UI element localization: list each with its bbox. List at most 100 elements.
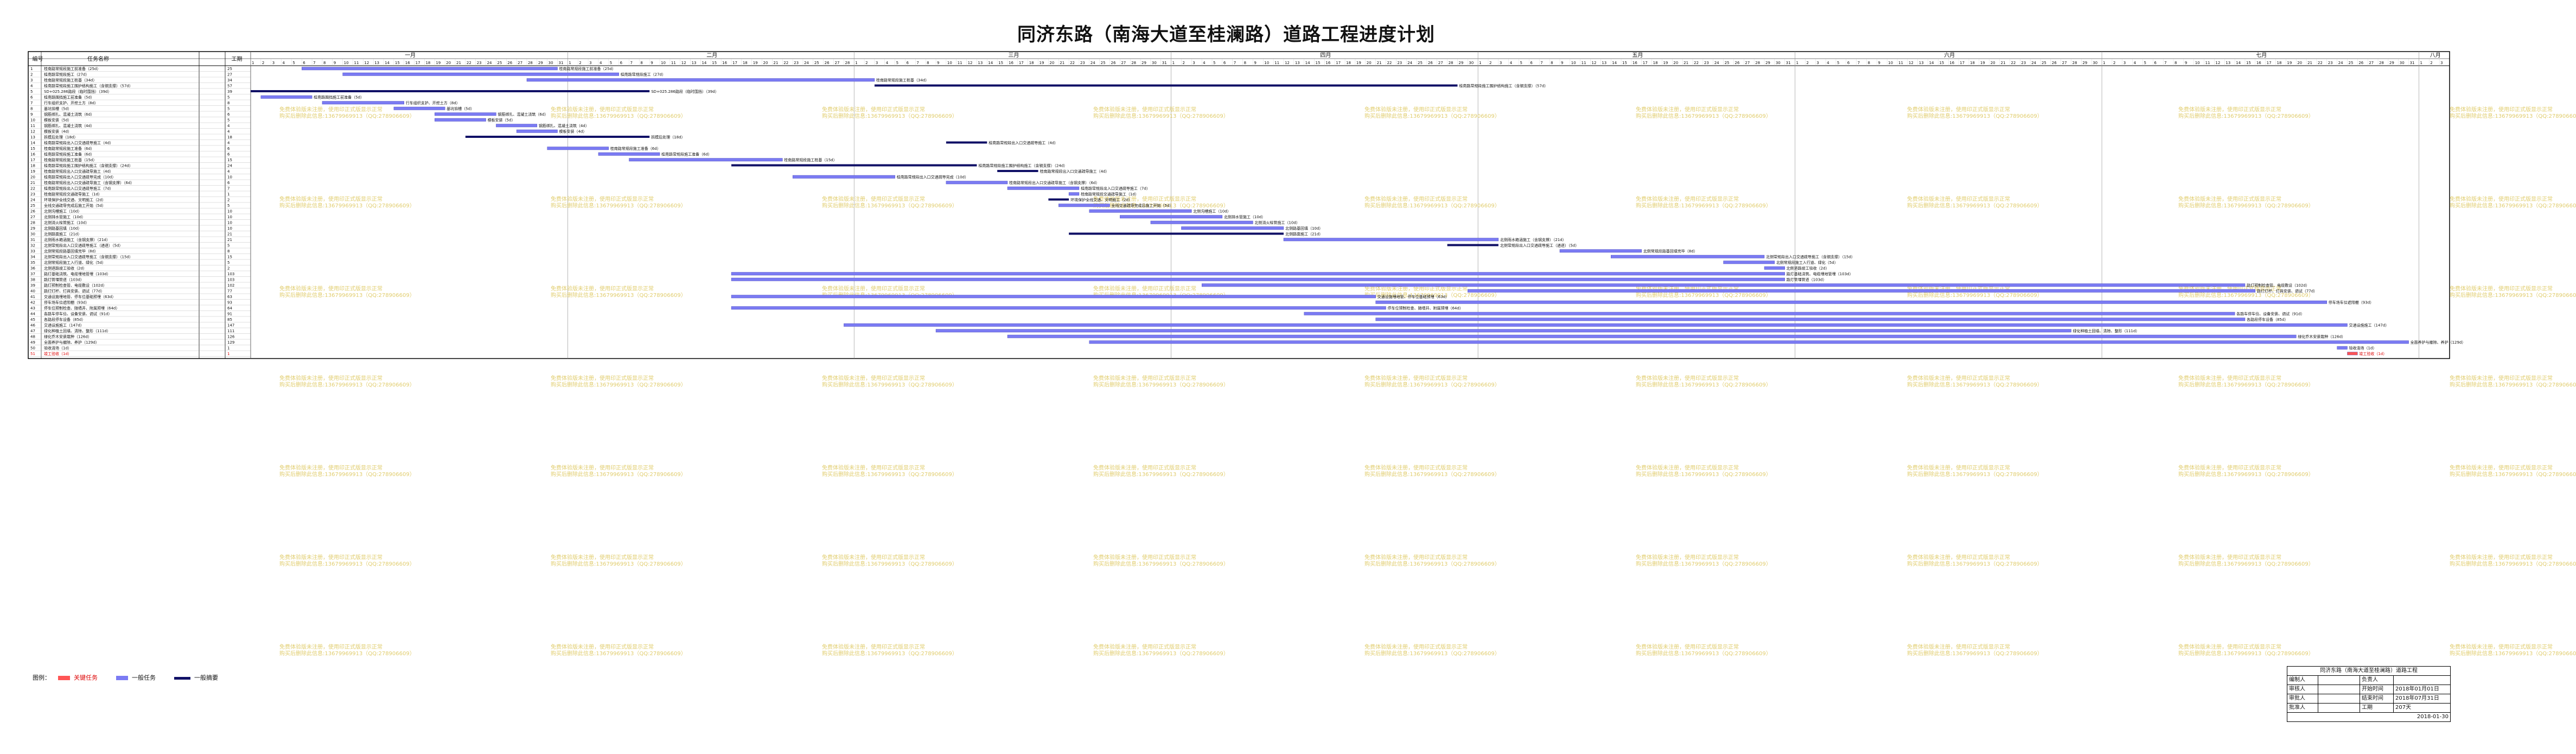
task-id: 1 [30, 67, 33, 71]
task-id: 12 [30, 130, 35, 134]
day-tick-label: 2 [1489, 61, 1491, 65]
bar-label: 桂南路围挡施工前准备（5d） [314, 95, 364, 100]
month-label: 八月 [2430, 52, 2441, 59]
day-tick-label: 16 [2256, 61, 2261, 65]
task-name: 桂南路围挡施工前准备（5d） [44, 95, 94, 100]
task-bar [435, 112, 496, 116]
bar-label: 停车位预制检查、随墙井、附属预埋（64d） [1387, 306, 1463, 311]
task-id: 42 [30, 301, 35, 305]
day-tick-label: 8 [1244, 61, 1246, 65]
watermark-line: 免费体验版未注册，使用印正式版显示正常 [1093, 375, 1196, 382]
watermark-line: 免费体验版未注册，使用印正式版显示正常 [2450, 106, 2553, 113]
task-name: 绿化乔木安装栽种（126d） [44, 334, 92, 339]
info-cell: 开始时间 [2360, 685, 2393, 694]
info-cell: 编制人 [2289, 677, 2305, 683]
task-duration: 2 [227, 267, 229, 271]
day-tick-label: 20 [1049, 61, 1054, 65]
day-tick-label: 29 [2389, 61, 2394, 65]
info-cell: 2018年07月31日 [2393, 694, 2450, 703]
watermark-line: 免费体验版未注册，使用印正式版显示正常 [2450, 285, 2553, 292]
legend: 图例： 关键任务 一般任务 一般摘要 [33, 673, 218, 682]
day-tick-label: 3 [1500, 61, 1502, 65]
day-tick-label: 23 [1080, 61, 1085, 65]
task-name: 桂南路常规段出入口交通疏导施工（含钢支撑）（6d） [44, 180, 134, 185]
task-duration: 5 [227, 107, 229, 111]
watermark-line: 免费体验版未注册，使用印正式版显示正常 [1907, 195, 2010, 202]
watermark-line: 免费体验版未注册，使用印正式版显示正常 [279, 464, 382, 471]
task-duration: 57 [227, 84, 232, 88]
task-bar [935, 329, 2071, 333]
task-name: 北侧雨水箱涵施工（含钢支撑）（21d） [44, 237, 110, 242]
task-name: 各路车停车位、设备安装、调试（91d） [44, 312, 112, 316]
task-bar [302, 67, 558, 71]
bar-label: 北侧常规段出入口交通疏导施工（含钢支撑）（15d） [1766, 255, 1855, 259]
task-bar [1304, 312, 2235, 315]
day-tick-label: 16 [1633, 61, 1637, 65]
task-bar [1375, 300, 2327, 304]
day-tick-label: 17 [1019, 61, 1024, 65]
legend-normal-label: 一般任务 [132, 674, 156, 681]
bar-label: 桂南路常规段施工桩基（34d） [876, 78, 929, 83]
day-tick-label: 22 [1387, 61, 1392, 65]
task-bar [1559, 249, 1642, 253]
watermark-line: 免费体验版未注册，使用印正式版显示正常 [822, 375, 925, 382]
info-date: 2018-01-30 [2416, 714, 2449, 720]
bar-label: 北侧常规段路基回填完毕（8d） [1643, 249, 1698, 254]
day-tick-label: 19 [1980, 61, 1985, 65]
day-tick-label: 26 [825, 61, 830, 65]
day-tick-label: 30 [1776, 61, 1781, 65]
day-tick-label: 9 [1254, 61, 1256, 65]
day-tick-label: 4 [886, 61, 889, 65]
summary-bar [465, 136, 650, 138]
day-tick-label: 30 [1469, 61, 1474, 65]
day-tick-label: 31 [1162, 61, 1167, 65]
task-bar [1150, 220, 1253, 224]
watermark-line: 购买后删除此信息:13679969913（QQ:278906609） [1093, 560, 1229, 567]
task-duration: 102 [227, 283, 234, 288]
bar-label: 基坑验槽（5d） [447, 106, 474, 111]
task-id: 23 [30, 192, 35, 197]
bar-label: 桂南路常规段施工围护结构施工（含钢支撑）（57d） [1459, 84, 1548, 88]
task-name: 桂南路常规段施工围护结构施工（含钢支撑）（57d） [44, 84, 133, 88]
task-duration: 64 [227, 306, 232, 311]
task-name: 桂南路常规段出入口交通疏导施工（4d） [44, 169, 113, 174]
watermark-line: 购买后删除此信息:13679969913（QQ:278906609） [1907, 471, 2043, 478]
summary-bar [946, 141, 987, 144]
watermark-line: 免费体验版未注册，使用印正式版显示正常 [822, 195, 925, 202]
day-tick-label: 24 [1407, 61, 1412, 65]
task-duration: 5 [227, 96, 229, 100]
day-tick-label: 7 [1234, 61, 1236, 65]
day-tick-label: 3 [2124, 61, 2126, 65]
day-tick-label: 3 [876, 61, 878, 65]
day-tick-label: 30 [1152, 61, 1157, 65]
watermark-line: 免费体验版未注册，使用印正式版显示正常 [2450, 464, 2553, 471]
task-bar [547, 147, 609, 150]
task-name: 桂南路常规段出入口交通疏导施工（4d） [44, 141, 113, 145]
watermark-line: 购买后删除此信息:13679969913（QQ:278906609） [822, 471, 958, 478]
watermark-line: 购买后删除此信息:13679969913（QQ:278906609） [1907, 650, 2043, 657]
day-tick-label: 11 [354, 61, 359, 65]
day-tick-label: 31 [1786, 61, 1791, 65]
task-name: 模板安装（4d） [44, 129, 72, 134]
watermark-line: 购买后删除此信息:13679969913（QQ:278906609） [1907, 381, 2043, 388]
watermark-line: 购买后删除此信息:13679969913（QQ:278906609） [279, 112, 415, 119]
bar-label: 桂南路常规段施工（27d） [621, 72, 666, 77]
watermark-line: 购买后删除此信息:13679969913（QQ:278906609） [1636, 560, 1771, 567]
day-tick-label: 15 [2246, 61, 2251, 65]
day-tick-label: 6 [620, 61, 623, 65]
day-tick-label: 27 [2062, 61, 2067, 65]
day-tick-label: 5 [896, 61, 898, 65]
task-duration: 25 [227, 67, 232, 71]
day-tick-label: 31 [559, 61, 564, 65]
day-tick-label: 13 [692, 61, 697, 65]
watermark-line: 购买后删除此信息:13679969913（QQ:278906609） [2178, 292, 2314, 299]
day-tick-label: 27 [1438, 61, 1443, 65]
day-tick-label: 23 [2328, 61, 2333, 65]
task-duration: 24 [227, 164, 232, 168]
day-tick-label: 3 [1816, 61, 1819, 65]
task-bar [2337, 346, 2348, 350]
task-duration: 111 [227, 329, 234, 333]
day-tick-label: 15 [1622, 61, 1627, 65]
day-tick-label: 14 [385, 61, 390, 65]
task-duration: 6 [227, 153, 230, 157]
